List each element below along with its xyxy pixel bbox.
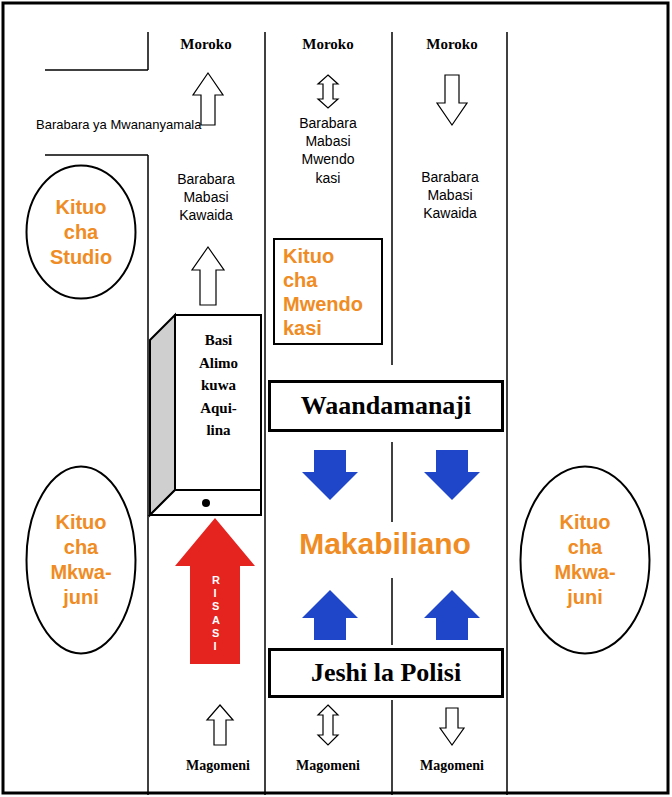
direction-label: Moroko <box>161 36 251 53</box>
station-ellipse: Kituo cha Studio <box>25 164 137 300</box>
clash-label: Makabiliano <box>270 527 500 562</box>
direction-label: Moroko <box>283 36 373 53</box>
bus-shape: Basi Alimo kuwa Aqui- lina <box>150 315 262 515</box>
node-text: Kituo cha Mkwa- juni <box>41 510 121 610</box>
station-ellipse-outline <box>25 465 137 655</box>
node-text: Kituo cha Mkwa- juni <box>545 510 625 610</box>
station-ellipse-outline <box>519 465 651 655</box>
node-text: Basi Alimo kuwa Aqui- lina <box>188 329 250 442</box>
node-text: RISASI <box>212 574 218 653</box>
node-text: Jeshi la Polisi <box>276 659 496 688</box>
origin-label: Magomeni <box>283 758 373 774</box>
node-text: Kituo cha Mwendo kasi <box>283 244 369 340</box>
origin-label: Magomeni <box>173 758 263 774</box>
bullet-arrow: RISASI <box>175 518 255 664</box>
station-ellipse: Kituo cha Mkwa- juni <box>519 465 651 655</box>
lane-label: Barabara Mabasi Kawaida <box>166 170 246 225</box>
station-ellipse: Kituo cha Mkwa- juni <box>25 465 137 655</box>
road-name: Barabara ya Mwananyamala <box>36 118 216 133</box>
node-text: Kituo cha Studio <box>41 195 121 270</box>
lane-label: Barabara Mabasi Kawaida <box>410 168 490 223</box>
lane-lines <box>45 32 507 795</box>
origin-label: Magomeni <box>407 758 497 774</box>
direction-label: Moroko <box>407 36 497 53</box>
lane-label: Barabara Mabasi Mwendo kasi <box>292 114 364 187</box>
outer-frame <box>3 3 668 793</box>
node-text: Waandamanaji <box>276 392 496 421</box>
police-box: Jeshi la Polisi <box>268 648 504 698</box>
station-box: Kituo cha Mwendo kasi <box>273 238 383 345</box>
protesters-box: Waandamanaji <box>268 380 504 432</box>
